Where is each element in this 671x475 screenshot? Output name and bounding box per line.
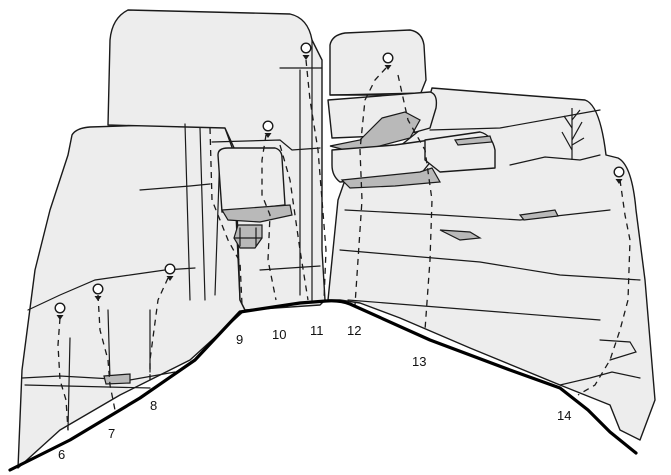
route-label-13: 13 bbox=[412, 354, 426, 369]
route-label-8: 8 bbox=[150, 398, 157, 413]
chockstone bbox=[234, 225, 262, 248]
capstone-block bbox=[330, 30, 426, 95]
route-label-10: 10 bbox=[272, 327, 286, 342]
chimney-block bbox=[218, 148, 285, 212]
route-label-9: 9 bbox=[236, 332, 243, 347]
route-label-6: 6 bbox=[58, 447, 65, 462]
route-label-7: 7 bbox=[108, 426, 115, 441]
route-label-11: 11 bbox=[310, 323, 324, 338]
route-label-14: 14 bbox=[557, 408, 571, 423]
route-label-12: 12 bbox=[347, 323, 361, 338]
rock-formations bbox=[18, 10, 655, 468]
